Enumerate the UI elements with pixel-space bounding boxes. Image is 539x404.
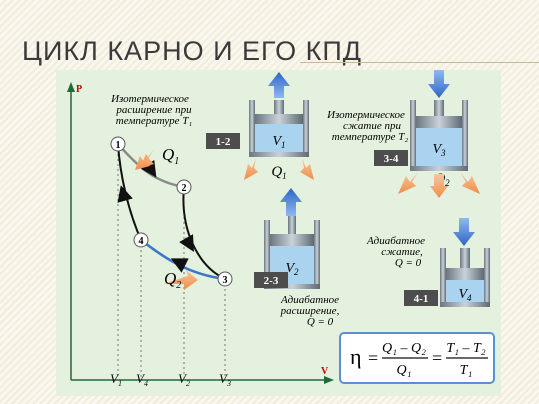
carnot-diagram: P V V1 V4 V2 V3 1 2 3 4 Q1 Q2 Изотермиче	[67, 70, 495, 388]
stage-2-3-line-2: расширение,	[280, 305, 340, 317]
tick-v2: V2	[178, 371, 190, 388]
stage-4-1: Адиабатное сжатие, Q = 0 V4 4-1	[366, 218, 490, 307]
volume-label-v2: V2	[285, 261, 299, 277]
stage-badge-4-1	[404, 290, 438, 306]
stage-2-3: V2 2-3 Адиабатное расширение, Q = 0	[254, 188, 340, 328]
stage-4-1-line-3: Q = 0	[395, 257, 422, 269]
slide-title: ЦИКЛ КАРНО И ЕГО КПД	[22, 36, 363, 66]
point-2-marker	[176, 179, 192, 195]
stage-4-1-line-2: сжатие,	[381, 246, 423, 258]
stage-badge-3-4	[374, 150, 408, 166]
gas-volume	[255, 124, 303, 152]
formula-frac2-numerator: T₁ – T₂	[446, 341, 485, 356]
gas-volume	[446, 280, 484, 302]
heat-in-arrow-shape-icon	[135, 148, 155, 170]
piston-down-arrow-icon	[428, 70, 450, 98]
stage-badge-2-3	[254, 272, 288, 288]
adiabat-4-1	[117, 143, 142, 241]
piston-rod	[434, 100, 444, 116]
stage-badge-1-2	[206, 133, 240, 149]
cylinder-wall-left	[264, 220, 270, 284]
cylinder-bottom	[264, 284, 320, 289]
stage-badge-2-3-label: 2-3	[264, 275, 279, 287]
piston-up-arrow-icon	[280, 188, 302, 216]
stage-3-4-line-3: температуре T₂	[332, 131, 409, 143]
stage-4-1-line-1: Адиабатное	[366, 235, 425, 247]
tick-v1: V1	[110, 371, 122, 388]
pv-axes	[67, 82, 334, 384]
y-axis-label: P	[76, 84, 82, 95]
piston-down-arrow-icon	[453, 218, 475, 246]
cylinder-wall-left	[440, 248, 446, 302]
stage-1-2-line-1: Изотермическое	[110, 93, 189, 105]
volume-label-v4: V4	[458, 287, 472, 303]
direction-arrow-2-3	[179, 234, 194, 252]
cylinder-wall-left	[249, 100, 255, 152]
tick-v4: V4	[136, 371, 148, 388]
x-axis-label: V	[321, 366, 329, 377]
piston	[255, 114, 303, 124]
heat-out-down-arrow-icon	[430, 174, 448, 198]
title-divider	[300, 62, 539, 63]
stage-1-2-line-2: расширение при	[115, 104, 192, 116]
cylinder-wall-right	[484, 248, 490, 302]
point-4-label: 4	[139, 236, 144, 247]
piston	[416, 116, 462, 128]
cylinder-wall-right	[462, 100, 468, 166]
stage-3-4-line-2: сжатие при	[343, 120, 401, 132]
heat-in-left-arrow-icon	[244, 158, 258, 180]
stage-badge-1-2-label: 1-2	[216, 136, 231, 148]
cylinder-bottom	[249, 152, 309, 157]
formula-frac1-numerator: Q₁ – Q₂	[382, 341, 426, 356]
volume-label-v1: V1	[272, 134, 285, 150]
formula-eta: η	[350, 344, 362, 369]
formula-frac2-denominator: T₁	[460, 363, 473, 378]
carnot-diagram-panel: P V V1 V4 V2 V3 1 2 3 4 Q1 Q2 Изотермиче	[56, 70, 501, 396]
adiabat-2-3	[182, 186, 226, 280]
formula-equals-2: =	[432, 348, 442, 368]
point-4-marker	[133, 232, 149, 248]
piston-up-arrow-icon	[268, 72, 290, 98]
formula-equals-1: =	[368, 348, 378, 368]
cylinder-wall-left	[410, 100, 416, 166]
point-3-marker	[217, 271, 233, 287]
direction-arrow-4-1	[117, 185, 133, 203]
cylinder-bottom	[410, 166, 468, 171]
piston-rod	[288, 216, 296, 234]
volume-label-v3: V3	[432, 142, 446, 158]
tick-v3: V3	[219, 371, 231, 388]
stage-2-3-line-1: Адиабатное	[280, 294, 339, 306]
stage-2-3-line-3: Q = 0	[307, 316, 334, 328]
piston	[270, 234, 314, 246]
point-1-marker	[110, 136, 126, 152]
isotherm-3-4	[140, 239, 226, 281]
gas-volume	[416, 128, 462, 166]
piston-rod	[460, 248, 470, 268]
stage-1-2-line-3: температуре T₁	[116, 115, 193, 127]
stage-1-2: Изотермическое расширение при температур…	[110, 72, 314, 181]
cylinder-wall-right	[303, 100, 309, 152]
stage-1-2-heat-label: Q1	[271, 164, 286, 181]
heat-out-right-arrow-icon	[460, 172, 480, 194]
heat-label-q1: Q1	[162, 145, 179, 167]
point-1-label: 1	[116, 140, 121, 151]
stage-badge-4-1-label: 4-1	[414, 293, 429, 305]
point-3-label: 3	[223, 275, 228, 286]
heat-label-q2: Q2	[164, 269, 181, 291]
formula-frac1-denominator: Q₁	[397, 363, 412, 378]
piston	[446, 268, 484, 280]
point-2-label: 2	[182, 183, 187, 194]
cylinder-bottom	[440, 302, 490, 307]
direction-arrow-3-4	[170, 258, 189, 273]
stage-3-4: Изотермическое сжатие при температуре T₂…	[326, 70, 480, 198]
efficiency-formula: η = Q₁ – Q₂ Q₁ = T₁ – T₂ T₁	[339, 332, 495, 384]
cylinder-wall-right	[314, 220, 320, 284]
stage-badge-3-4-label: 3-4	[384, 153, 399, 165]
heat-out-left-arrow-icon	[398, 172, 418, 194]
heat-in-right-arrow-icon	[300, 158, 314, 180]
stage-3-4-line-1: Изотермическое	[326, 109, 405, 121]
heat-out-arrow-icon	[164, 270, 198, 290]
piston-rod	[274, 100, 284, 114]
